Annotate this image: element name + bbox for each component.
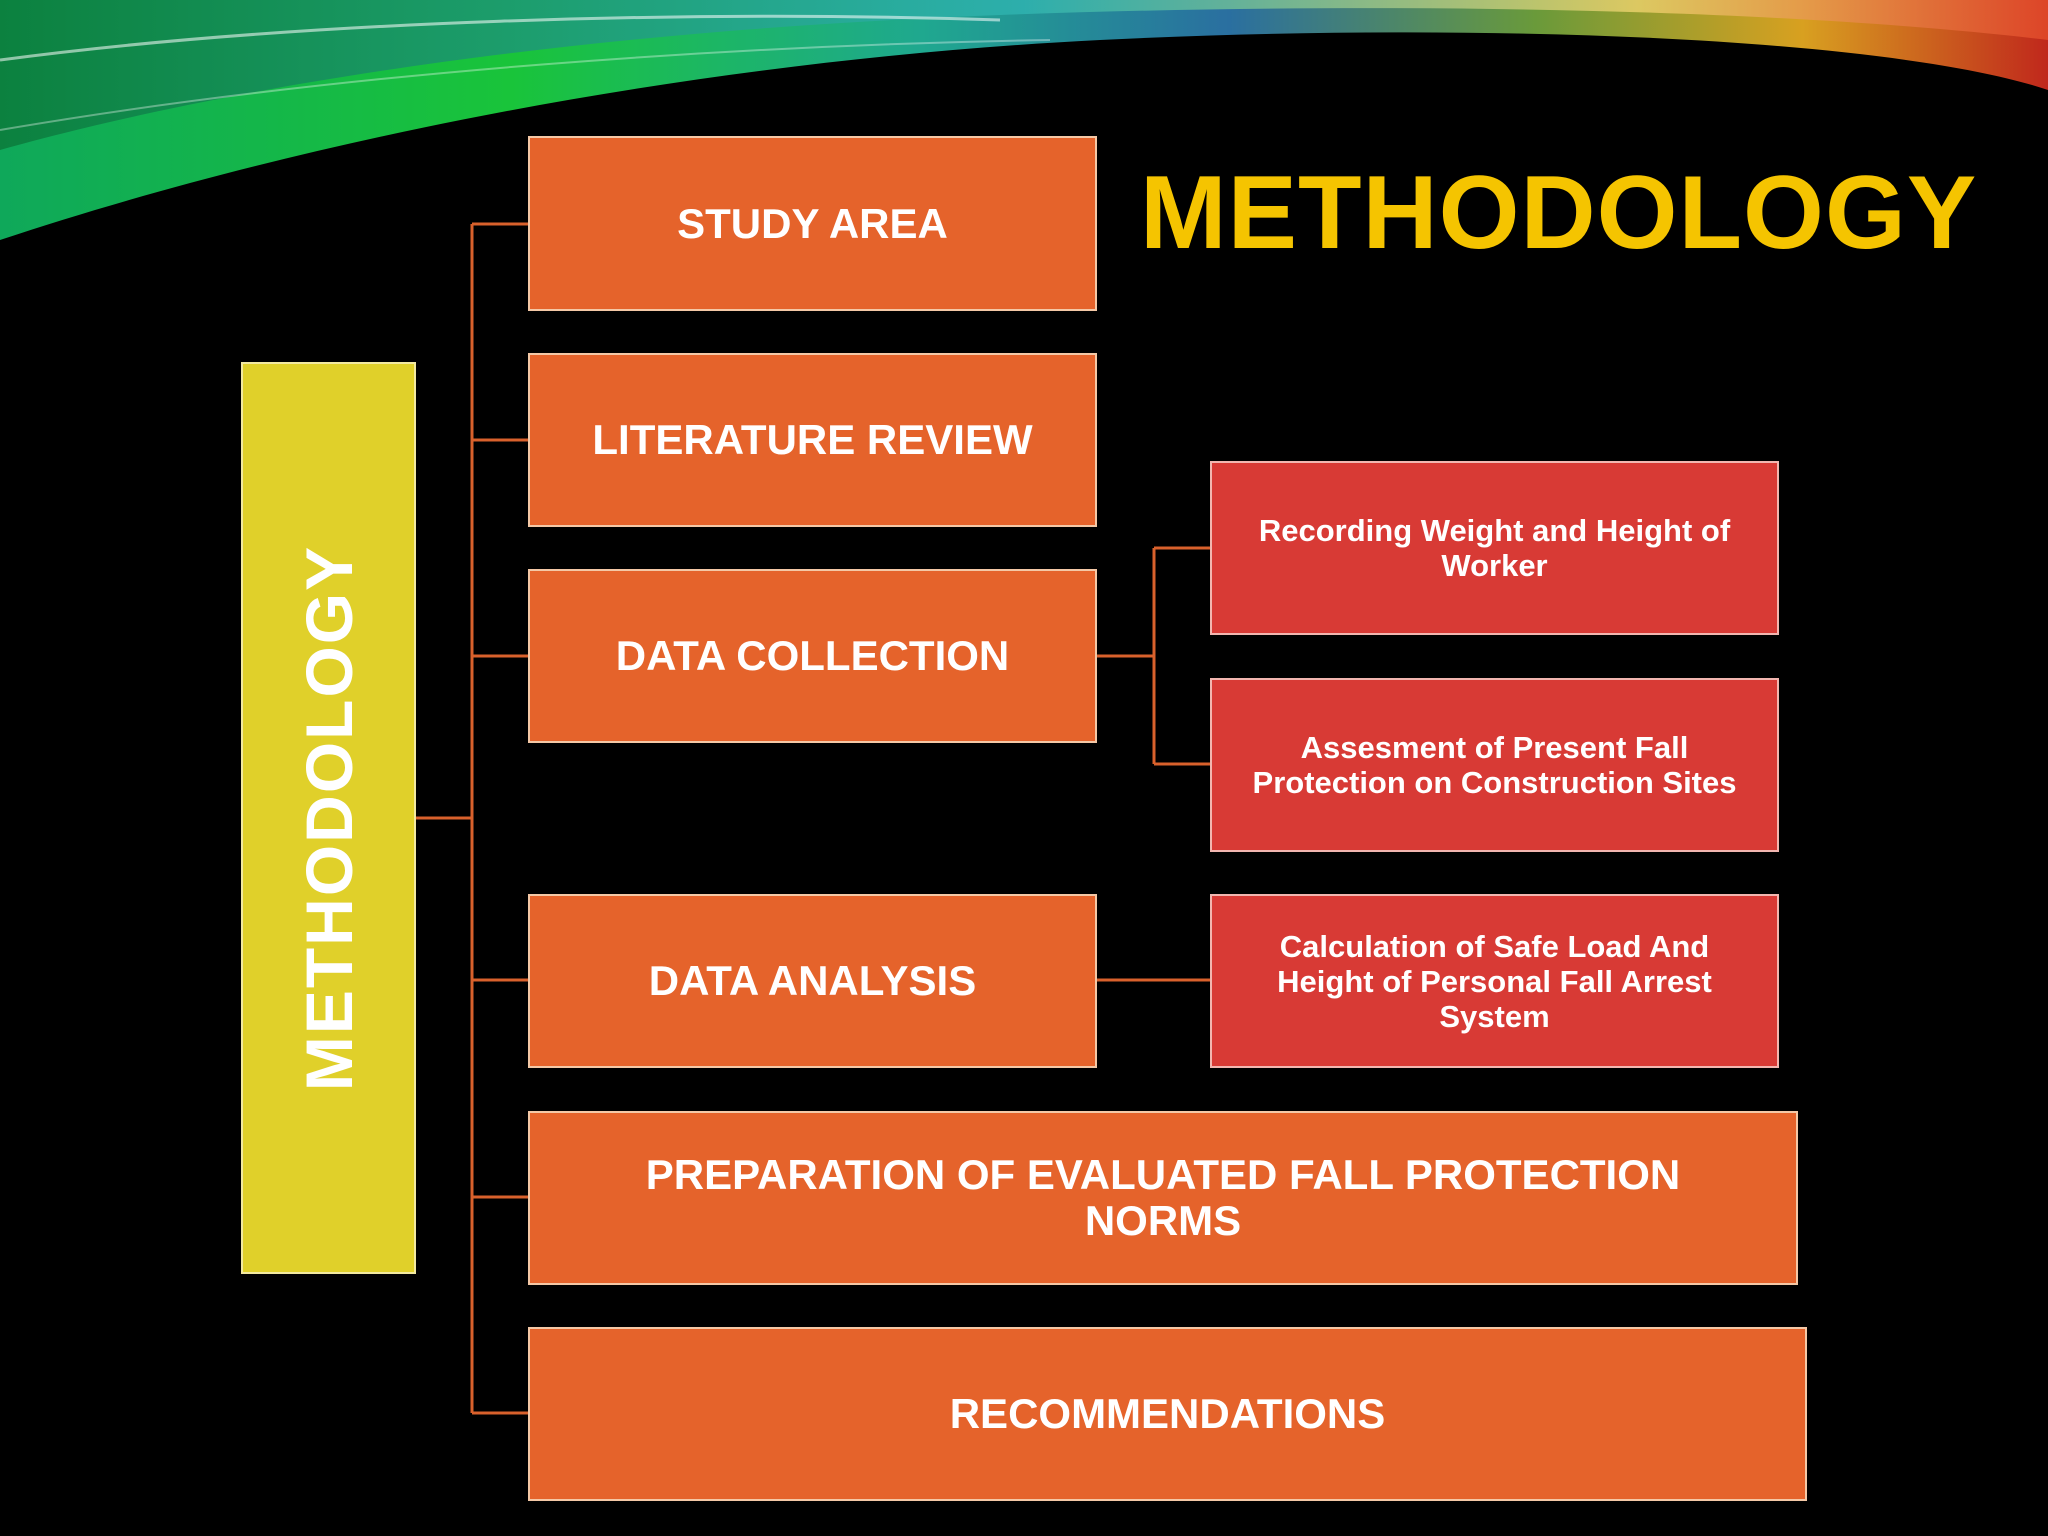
substep-assessment-label: Assesment of Present Fall Protection on … (1252, 730, 1737, 800)
step-recommendations-label: RECOMMENDATIONS (949, 1390, 1386, 1437)
substep-recording-weight-label: Recording Weight and Height of Worker (1258, 513, 1731, 583)
step-data-analysis-label: DATA ANALYSIS (648, 957, 977, 1004)
substep-assessment-box: Assesment of Present Fall Protection on … (1210, 678, 1779, 852)
substep-calculation-label: Calculation of Safe Load And Height of P… (1277, 928, 1712, 1034)
step-data-analysis-box: DATA ANALYSIS (528, 894, 1097, 1068)
step-literature-review-box: LITERATURE REVIEW (528, 353, 1097, 527)
step-recommendations-box: RECOMMENDATIONS (528, 1327, 1807, 1501)
step-data-collection-label: DATA COLLECTION (615, 632, 1010, 679)
step-literature-review-label: LITERATURE REVIEW (592, 416, 1033, 463)
step-study-area-box: STUDY AREA (528, 136, 1097, 311)
substep-calculation-box: Calculation of Safe Load And Height of P… (1210, 894, 1779, 1068)
root-methodology-label: METHODOLOGY (291, 544, 366, 1092)
slide-title: METHODOLOGY (1140, 155, 1978, 271)
step-preparation-label: PREPARATION OF EVALUATED FALL PROTECTION… (645, 1151, 1681, 1244)
step-study-area-label: STUDY AREA (677, 199, 948, 247)
step-preparation-box: PREPARATION OF EVALUATED FALL PROTECTION… (528, 1111, 1798, 1285)
root-methodology-box: METHODOLOGY (241, 362, 416, 1274)
step-data-collection-box: DATA COLLECTION (528, 569, 1097, 743)
substep-recording-weight-box: Recording Weight and Height of Worker (1210, 461, 1779, 635)
